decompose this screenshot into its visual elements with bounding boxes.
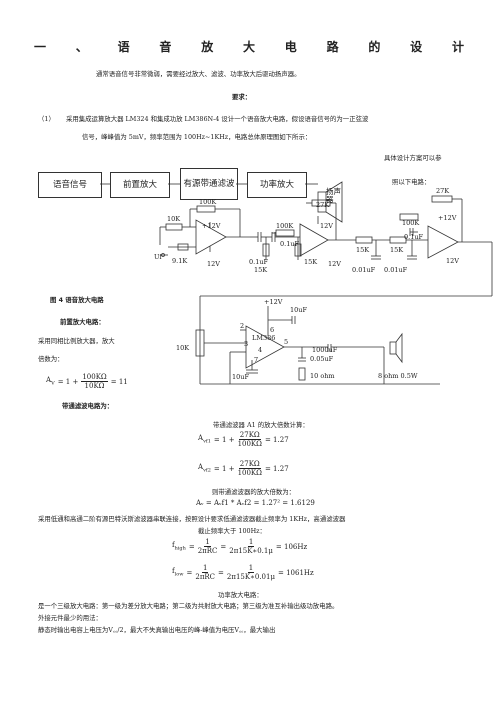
speaker-label: 扬声器 [326, 187, 341, 204]
label-vee3: 12V [446, 257, 459, 265]
label-vcc: +12V [202, 222, 221, 230]
label-pin4: 4 [258, 346, 262, 354]
side-note-1: 具体设计方案可以参 [384, 154, 442, 162]
block-bandpass: 有源带通滤波 [180, 168, 238, 200]
title-char: 的 [368, 40, 381, 54]
intro-text: 通常语音信号非常微弱，需要经过放大、滤波、功率放大后驱动扬声器。 [96, 70, 301, 78]
block-voice-signal: 语音信号 [38, 172, 102, 198]
label-vcc2: 12V [320, 222, 333, 230]
label-pin5: 5 [284, 338, 288, 346]
preamp-heading: 前置放大电路： [60, 318, 105, 326]
label-r11: 27K [436, 187, 449, 195]
label-r1: 10K [167, 215, 180, 223]
power-amp-line-1: 是一个三级放大电路：第一级为差分放大电路；第二级为共射放大电路；第三级为准互补输… [38, 602, 339, 610]
title-char: 路 [326, 40, 339, 54]
label-pa-c3: 1000uF [312, 346, 338, 354]
total-gain-formula: Aᵥ = Aᵥf1 * Aᵥf2 = 1.27² = 1.6129 [196, 499, 315, 507]
title-char: 电 [284, 40, 297, 54]
bandpass-calc-title: 带通滤波器 A1 的放大倍数计算： [213, 421, 309, 429]
title-char: 、 [75, 40, 88, 54]
title-char: 一 [34, 40, 47, 54]
side-note-2: 照以下电路： [392, 178, 431, 186]
label-vee: 12V [207, 260, 220, 268]
label-c5: 0.1uF [404, 233, 424, 241]
label-pin7: 7 [254, 356, 258, 364]
label-ui: Ui [154, 253, 162, 261]
bandpass-heading: 带通滤波电路为： [62, 402, 114, 410]
requirement-number: （1） [38, 115, 55, 123]
label-r5: 15K [254, 266, 267, 274]
label-r9: 15K [390, 246, 403, 254]
block-preamp: 前置放大 [110, 172, 170, 198]
label-c2: 0.1uF [249, 258, 269, 266]
label-c1: 0.1uF [280, 240, 300, 248]
label-chip: LM386 [252, 334, 275, 342]
circuit-labels: 10K 100K 9.1K +12V 12V Ui 100K 0.1uF 0.1… [154, 187, 459, 381]
label-pa-c4: 0.05uF [310, 355, 334, 363]
label-pa-r: 10K [176, 344, 189, 352]
label-pin3: 3 [244, 340, 248, 348]
title-char: 语 [117, 40, 130, 54]
butterworth-line-1: 采用低通和高通二阶有源巴特沃斯滤波器串联连接，按照设计要求低通滤波器截止频率为 … [38, 515, 346, 523]
label-pin2: 2 [240, 322, 244, 330]
title-char: 设 [410, 40, 423, 54]
requirement-line-2: 信号，峰峰值为 5mV，频率范围为 100Hz~1KHz，电路总体原理图如下所示… [82, 133, 312, 141]
block-power-amp: 功率放大 [247, 172, 307, 198]
label-r3: 9.1K [172, 257, 187, 265]
label-speaker: 8 ohm 0.5W [378, 372, 418, 380]
preamp-line-1: 采用同相比例放大器，放大 [38, 337, 115, 345]
label-r8: 15K [356, 246, 369, 254]
label-pin6: 6 [270, 326, 274, 334]
requirement-line-1: 采用集成运算放大器 LM324 和集成功放 LM386N-4 设计一个语音放大电… [66, 115, 369, 123]
power-amp-heading: 功率放大电路： [218, 591, 263, 599]
title-char: 音 [159, 40, 172, 54]
label-r2: 100K [199, 198, 216, 206]
label-c4: 0.01uF [384, 266, 408, 274]
power-amp-line-2: 外接元件最少的用法： [38, 614, 102, 622]
preamp-line-2: 倍数为： [38, 355, 64, 363]
power-amp-line-3: 静态时输出电容上电压为V꜀꜀/2，最大不失真输出电压的峰-峰值为电压V꜀꜀，最大… [38, 626, 276, 634]
title-char: 计 [451, 40, 464, 54]
label-c3: 0.01uF [352, 266, 376, 274]
title-char: 大 [242, 40, 255, 54]
label-r4: 100K [276, 222, 293, 230]
label-r10: 100K [402, 219, 419, 227]
label-pa-vcc: +12V [264, 298, 283, 306]
label-vcc3: +12V [438, 214, 457, 222]
title-char: 放 [201, 40, 214, 54]
label-r6: 15K [304, 258, 317, 266]
requirements-heading: 要求： [232, 93, 252, 101]
butterworth-line-2: 截止频率大于 100Hz： [198, 527, 266, 535]
label-pa-r2: 10 ohm [310, 372, 335, 380]
page-title: 一 、 语 音 放 大 电 路 的 设 计 [34, 38, 464, 55]
label-r7: 27K [316, 201, 329, 209]
label-pa-c2: 10uF [232, 373, 249, 381]
label-pa-c1: 10uF [290, 306, 307, 314]
figure-caption: 图 4 语音放大电路 [50, 296, 104, 304]
label-vee2: 12V [328, 260, 341, 268]
total-gain-title: 则带通滤波器的放大倍数为： [212, 488, 296, 496]
